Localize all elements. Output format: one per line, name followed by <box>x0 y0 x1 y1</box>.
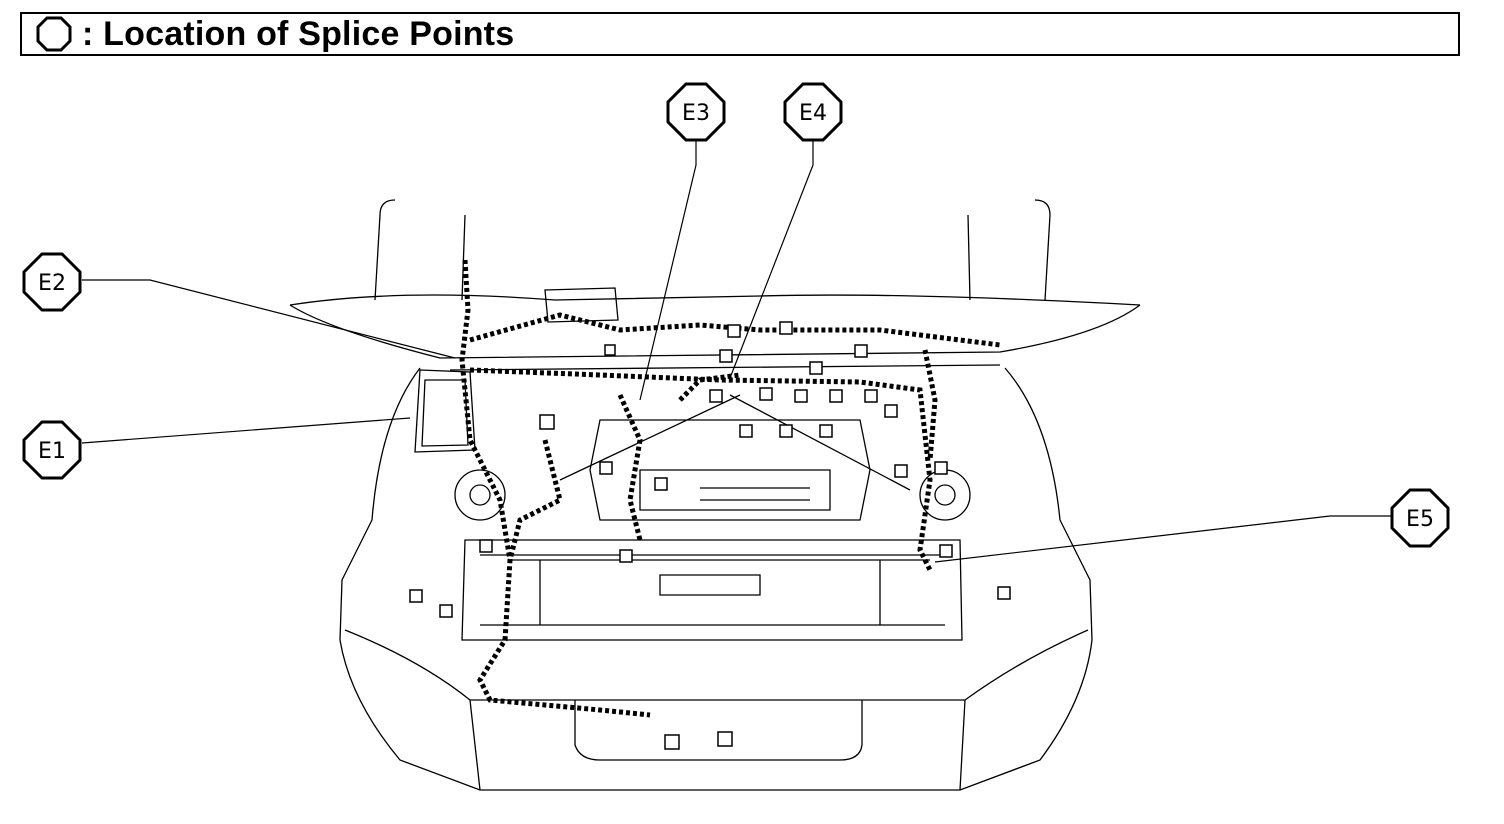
leader-line-e5 <box>934 515 1392 563</box>
octagon-callout-icon <box>783 82 843 142</box>
callout-label-e2: E2 <box>38 271 66 296</box>
splice-callout-e2: E2 <box>22 252 82 312</box>
page-title: : Location of Splice Points <box>82 15 515 53</box>
splice-callout-e1: E1 <box>22 420 82 480</box>
leader-lines <box>81 140 1392 563</box>
connector-blocks <box>409 321 1011 750</box>
splice-callout-e3: E3 <box>666 82 726 142</box>
callout-label-e4: E4 <box>799 101 827 126</box>
leader-line-e4 <box>729 140 814 379</box>
leader-line-e1 <box>81 417 411 444</box>
callout-label-e1: E1 <box>38 439 66 464</box>
wire-harness <box>459 259 1001 718</box>
leader-line-e2 <box>82 279 456 359</box>
splice-callout-e4: E4 <box>783 82 843 142</box>
octagon-callout-icon <box>1390 488 1450 548</box>
callout-label-e5: E5 <box>1406 507 1434 532</box>
octagon-callout-icon <box>666 82 726 142</box>
splice-callout-e5: E5 <box>1390 488 1450 548</box>
vehicle-body-outline <box>289 199 1141 791</box>
octagon-outline-icon <box>36 16 72 52</box>
octagon-callout-icon <box>22 420 82 480</box>
callout-label-e3: E3 <box>682 101 710 126</box>
title-bar: : Location of Splice Points <box>20 12 1460 56</box>
leader-line-e3 <box>639 140 697 401</box>
octagon-callout-icon <box>22 252 82 312</box>
